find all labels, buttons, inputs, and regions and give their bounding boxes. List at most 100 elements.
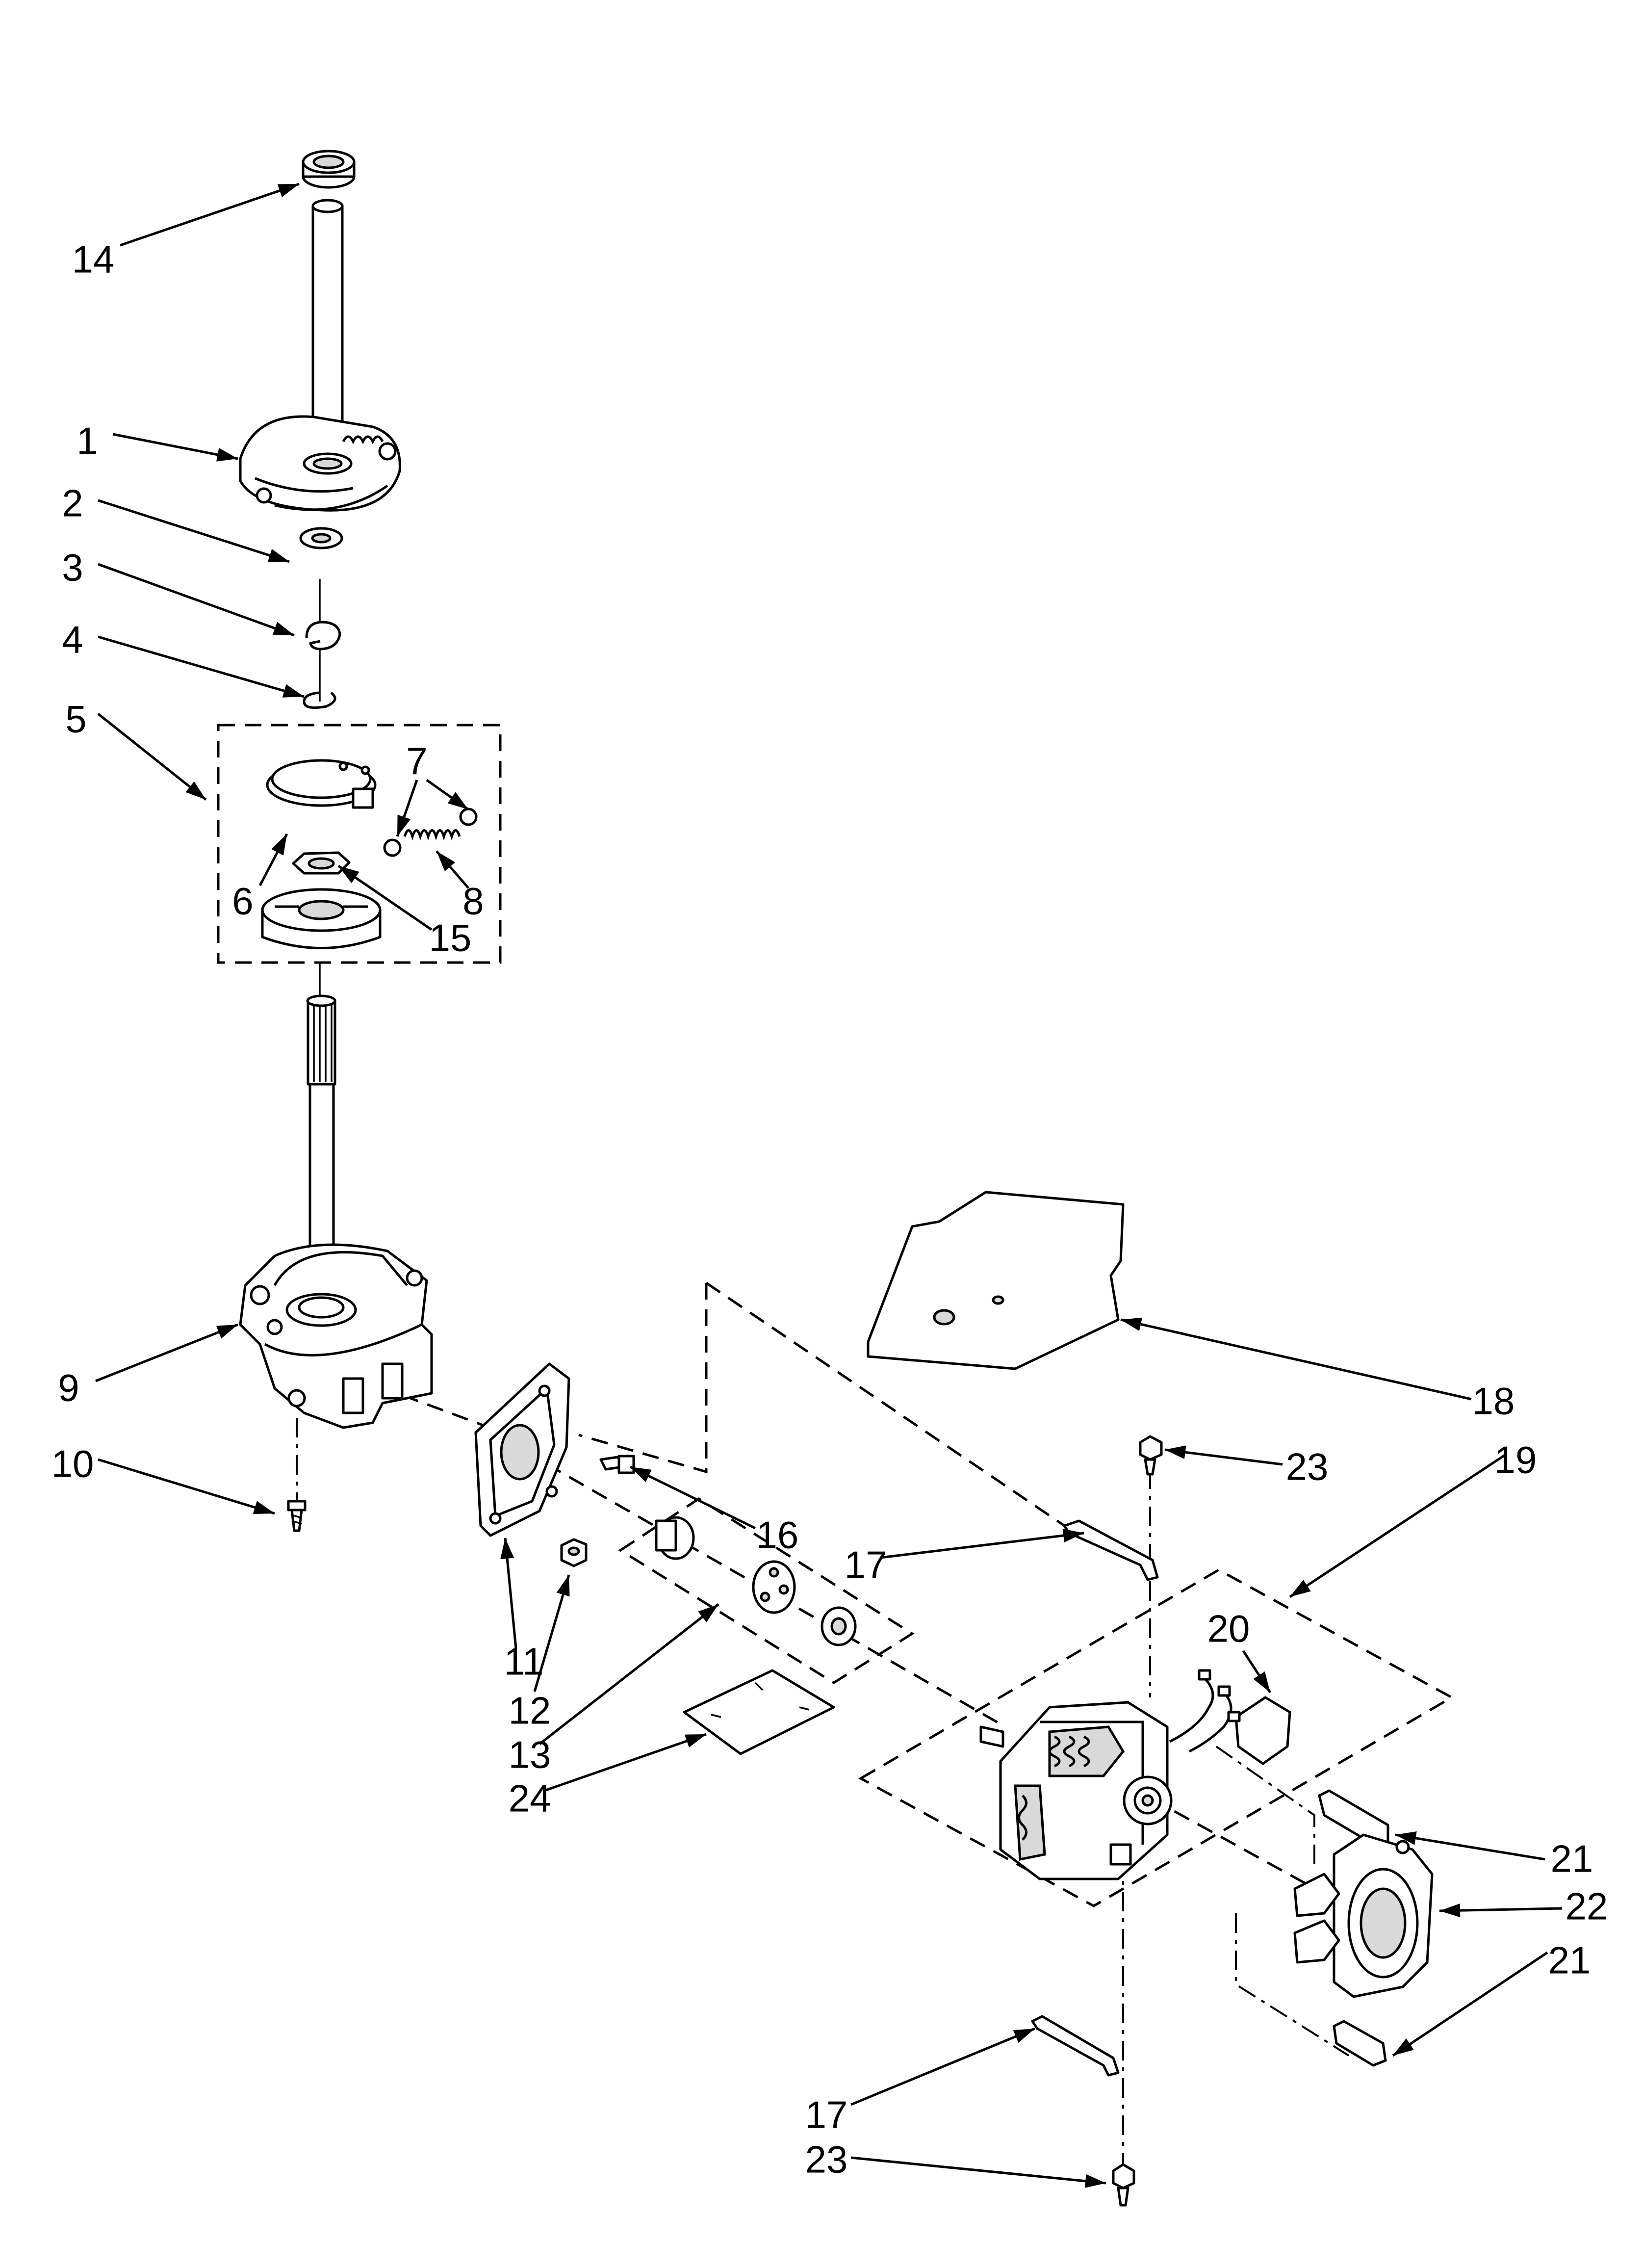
- leader-line: [97, 713, 207, 801]
- callout-18: 18: [1472, 1380, 1515, 1423]
- coupling-group-box: [618, 1497, 915, 1684]
- callout-2: 2: [62, 482, 83, 525]
- callout-17: 17: [805, 2093, 848, 2137]
- arrowhead: [698, 1604, 718, 1622]
- callout-9: 9: [58, 1366, 79, 1409]
- leader-line: [95, 1323, 238, 1382]
- coupler-part-13: [655, 1516, 857, 1646]
- arrowhead: [272, 622, 294, 635]
- arrowhead: [1084, 2174, 1106, 2188]
- leader-line: [880, 1532, 1084, 1559]
- leader-line: [1395, 1833, 1545, 1861]
- callout-12: 12: [509, 1689, 551, 1732]
- arrowhead: [1253, 1671, 1270, 1693]
- arrowhead: [277, 184, 299, 197]
- gearcase-part-9: [239, 1243, 433, 1429]
- leader-line: [850, 2156, 1106, 2185]
- callout-17: 17: [845, 1543, 887, 1587]
- arrowhead: [556, 1575, 570, 1597]
- retaining-ring-part-4: [303, 691, 336, 709]
- callout-5: 5: [65, 698, 86, 741]
- arrowhead: [1013, 2029, 1035, 2043]
- arrowhead: [1393, 2038, 1414, 2056]
- arrowhead: [436, 851, 456, 871]
- callout-23: 23: [1286, 1445, 1329, 1488]
- arrowhead: [1439, 1903, 1461, 1918]
- spring-part-8: [383, 808, 478, 857]
- arrowhead: [397, 814, 411, 836]
- leader-line: [1392, 1951, 1548, 2057]
- bracket-part-21-bottom: [1333, 2020, 1387, 2067]
- callout-8: 8: [462, 880, 484, 923]
- arrowhead: [1121, 1317, 1143, 1331]
- clip-part-17-bottom: [1031, 2015, 1120, 2077]
- leader-line: [629, 1465, 756, 1530]
- leader-line: [539, 1603, 719, 1745]
- screw-part-23-top: [1139, 1435, 1163, 1476]
- leader-line: [98, 499, 290, 563]
- callout-1: 1: [77, 419, 98, 463]
- callout-20: 20: [1207, 1607, 1250, 1650]
- callout-24: 24: [509, 1777, 551, 1820]
- clip-part-3: [305, 621, 341, 651]
- callout-21: 21: [1548, 1939, 1591, 1982]
- callout-21: 21: [1551, 1837, 1593, 1880]
- callout-4: 4: [62, 618, 83, 661]
- callout-leaders: [95, 182, 1563, 2188]
- leader-line: [120, 182, 300, 247]
- arrowhead: [253, 1501, 275, 1514]
- clip-part-17-top: [1063, 1519, 1159, 1581]
- callout-13: 13: [509, 1733, 551, 1776]
- screw-part-23-bottom: [1112, 2163, 1135, 2207]
- seal-part-14: [302, 150, 356, 189]
- clutch-group-box: [217, 724, 502, 964]
- assembly-reference-lines: [217, 579, 1455, 2168]
- leader-line: [1120, 1318, 1472, 1401]
- leader-line: [112, 433, 238, 460]
- arrowhead: [338, 866, 359, 884]
- callout-22: 22: [1565, 1885, 1608, 1928]
- arrowhead: [267, 548, 289, 562]
- leader-line: [98, 1458, 275, 1515]
- nut-part-12: [560, 1538, 588, 1567]
- pump-part-22: [1293, 1833, 1434, 1998]
- arrowhead: [216, 1325, 238, 1339]
- bolt-part-16: [599, 1455, 635, 1474]
- arrowhead: [1290, 1580, 1311, 1597]
- arrowhead: [185, 781, 206, 800]
- screw-part-10: [287, 1500, 307, 1532]
- arrowhead: [1062, 1529, 1084, 1542]
- leader-line: [850, 2027, 1035, 2106]
- switch-part-20: [1169, 1669, 1291, 1765]
- arrowhead: [630, 1467, 652, 1483]
- callout-14: 14: [72, 238, 115, 281]
- arrowhead: [216, 448, 238, 462]
- arrowhead: [1165, 1445, 1186, 1460]
- arrowhead: [1395, 1831, 1417, 1845]
- leader-line: [544, 1733, 707, 1792]
- spin-tube-and-brake-part-1: [239, 199, 401, 512]
- washer-part-2: [299, 527, 343, 549]
- arrowhead: [271, 834, 287, 856]
- callout-10: 10: [51, 1442, 94, 1486]
- callout-11: 11: [504, 1640, 544, 1683]
- arrowhead: [684, 1734, 706, 1748]
- clutch-key-part-15: [292, 851, 351, 875]
- callout-7: 7: [406, 740, 427, 783]
- motor: [979, 1701, 1173, 1880]
- shield-part-18: [867, 1191, 1125, 1370]
- pad-part-24: [683, 1669, 835, 1755]
- callout-3: 3: [62, 546, 83, 589]
- callout-23: 23: [805, 2138, 848, 2181]
- clutch-band-part-6: [266, 759, 377, 809]
- clutch-hub: [261, 888, 382, 949]
- callout-16: 16: [756, 1513, 799, 1557]
- leader-line: [98, 563, 295, 637]
- motor-group-box: [858, 1568, 1455, 1907]
- arrowhead: [447, 792, 468, 809]
- arrowhead: [500, 1538, 514, 1560]
- leader-line: [1289, 1453, 1507, 1598]
- arrowhead: [282, 684, 304, 698]
